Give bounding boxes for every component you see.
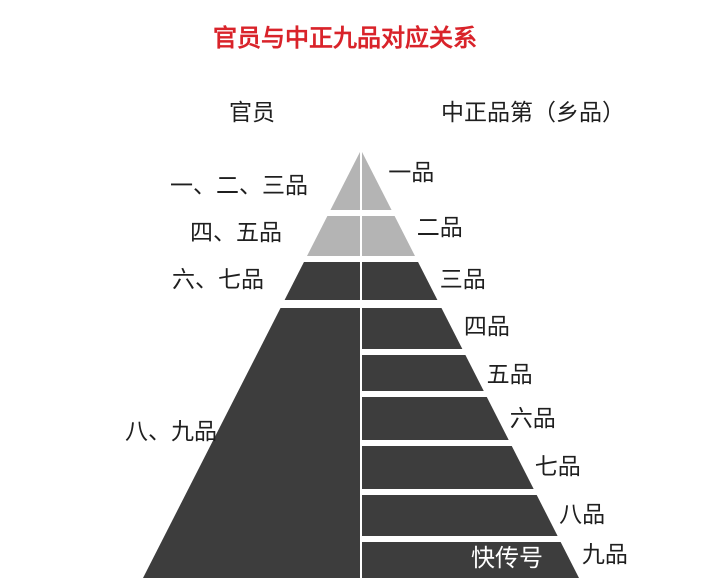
official-rank-tier: [330, 150, 361, 210]
officials-pyramid-half: [143, 150, 361, 578]
grade-tier: [361, 308, 463, 349]
grade-tier: [361, 446, 534, 489]
officials-column-header: 官员: [229, 100, 275, 126]
grade-tier: [361, 542, 579, 578]
watermark: 快传号: [471, 544, 543, 572]
grade-tier: [361, 150, 392, 210]
official-rank-label: 六、七品: [172, 267, 264, 293]
grade-label: 五品: [487, 362, 533, 388]
grade-label: 八品: [559, 502, 605, 528]
official-rank-tier: [284, 262, 361, 300]
grades-column-header: 中正品第（乡品）: [441, 100, 625, 126]
grade-tier: [361, 355, 484, 391]
grade-label: 七品: [535, 454, 581, 480]
official-rank-label: 八、九品: [125, 419, 217, 445]
grade-label: 三品: [440, 267, 486, 293]
official-rank-label: 四、五品: [190, 220, 282, 246]
officials-labels: 一、二、三品四、五品六、七品八、九品: [125, 173, 308, 445]
grade-tier: [361, 216, 415, 256]
grade-tier: [361, 495, 558, 536]
grade-label: 四品: [464, 314, 510, 340]
grade-tier: [361, 262, 438, 300]
grade-label: 二品: [417, 215, 463, 241]
diagram-title: 官员与中正九品对应关系: [213, 24, 477, 52]
grade-label: 一品: [388, 160, 434, 186]
grade-tier: [361, 397, 509, 440]
official-rank-tier: [143, 308, 361, 578]
grade-label: 六品: [510, 406, 556, 432]
official-rank-tier: [307, 216, 361, 256]
grades-pyramid-half: [361, 150, 579, 578]
official-rank-label: 一、二、三品: [170, 173, 308, 199]
grade-label: 九品: [582, 542, 628, 568]
